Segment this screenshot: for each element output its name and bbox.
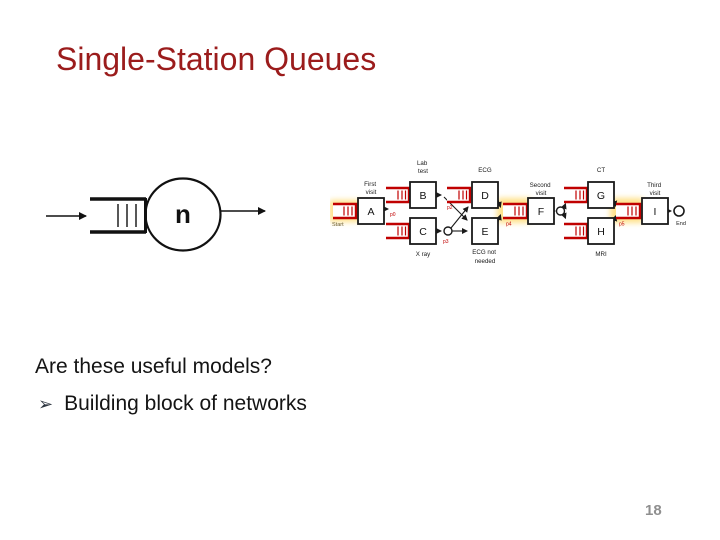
server-node-f: F [527,197,555,225]
queue-start [333,202,358,220]
queue-before-f [503,202,529,220]
server-count-label: n [175,199,191,229]
caption-node-f: Second visit [530,182,553,197]
single-queue-figure: n [46,177,266,252]
svg-text:D: D [481,190,489,202]
caption-node-c: X ray [416,251,431,258]
server-node-h: H [587,217,615,245]
queue-buffer [90,197,147,234]
caption-node-b: Lab test [417,160,429,175]
svg-text:C: C [419,226,427,238]
svg-text:G: G [597,190,605,202]
caption-node-g: CT [597,167,605,174]
branch-circle-after-f [555,206,566,216]
bullet-item: ➢ Building block of networks [38,392,307,416]
server-node-a: A [357,197,385,225]
start-label: Start [332,222,344,228]
branch-label-p4: p4 [506,222,512,228]
caption-node-d: ECG [478,167,492,174]
slide-title: Single-Station Queues [56,41,377,77]
caption-node-h: MRI [595,251,607,258]
queueing-network-figure: A B C D E F G H [330,160,686,265]
branch-label-p2: p2 [447,205,453,211]
svg-text:I: I [654,206,657,218]
branch-label-p5: p5 [619,222,625,228]
queue-before-b [386,186,411,204]
end-label: End [676,221,686,227]
queue-before-i [616,202,642,220]
arrow-bullet-icon: ➢ [38,394,54,414]
question-text: Are these useful models? [35,355,272,378]
server-node-i: I [641,197,669,225]
svg-text:F: F [538,206,544,218]
branch-label-p0: p0 [390,212,396,218]
queue-before-g [564,186,589,204]
queue-before-h [564,222,589,240]
caption-node-i: Third visit [647,182,663,197]
branch-circle-p3 [443,226,453,236]
queue-before-c [386,222,411,240]
svg-text:A: A [367,206,374,218]
caption-node-e: ECG not needed [472,249,497,265]
bullet-text: Building block of networks [64,392,307,415]
queue-before-d [447,186,472,204]
svg-text:B: B [419,190,426,202]
server-node-e: E [471,217,499,245]
server-node-b: B [409,181,437,209]
server-node-g: G [587,181,615,209]
svg-text:E: E [481,226,488,238]
server-node-c: C [409,217,437,245]
page-number: 18 [645,502,662,519]
caption-node-a: First visit [364,181,378,196]
server-node-d: D [471,181,499,209]
branch-label-p3: p3 [443,239,449,245]
svg-text:H: H [597,226,605,238]
end-circle [673,205,685,217]
